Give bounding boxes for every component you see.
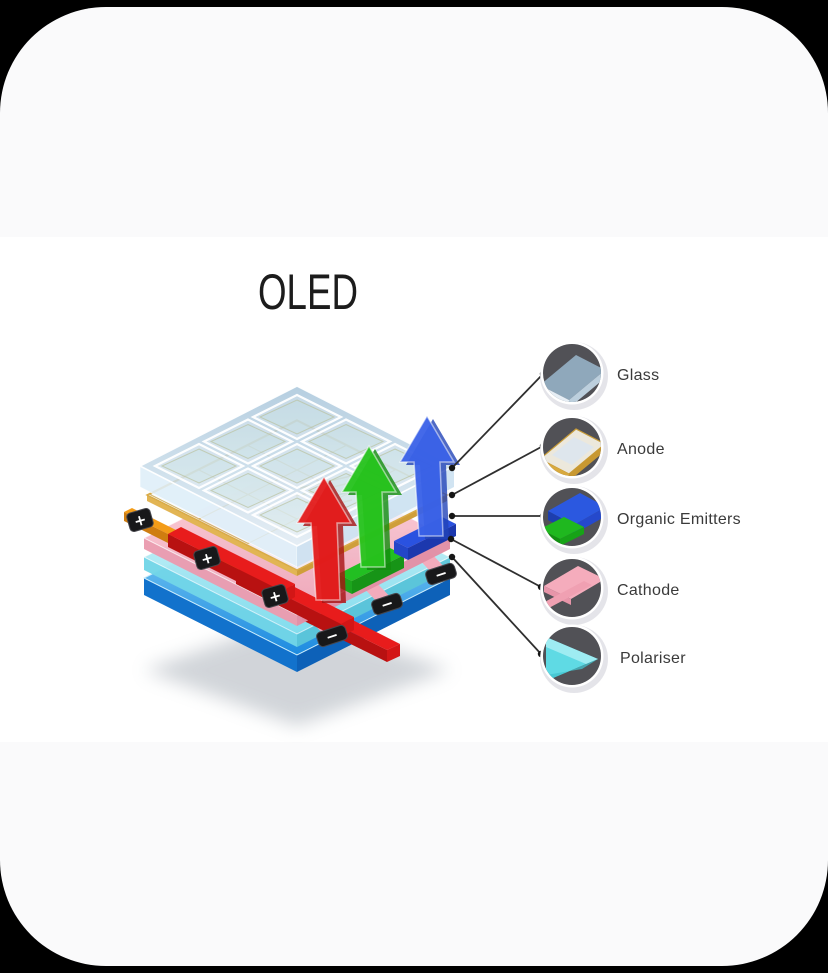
legend-label: Polariser <box>620 650 686 667</box>
polariser-layer-icon <box>546 637 598 681</box>
arrow-green <box>340 444 402 570</box>
arrow-red <box>295 475 357 603</box>
callout-dots <box>447 370 547 658</box>
legend-item-organic-emitters: Organic Emitters <box>540 485 741 554</box>
legend-label: Cathode <box>617 582 680 599</box>
legend-item-polariser: Polariser <box>540 624 686 693</box>
oled-diagram: OLED <box>124 264 741 726</box>
svg-text:−: − <box>323 625 341 646</box>
legend-item-anode: Anode <box>540 415 665 484</box>
svg-text:−: − <box>378 593 396 614</box>
negative-tab: − <box>371 592 403 616</box>
svg-text:+: + <box>267 586 284 607</box>
legend-label: Glass <box>617 367 659 384</box>
callout-lines <box>450 373 544 655</box>
svg-text:+: + <box>132 510 149 531</box>
svg-text:−: − <box>432 563 450 584</box>
legend-label: Organic Emitters <box>617 511 741 528</box>
negative-tab: − <box>425 562 457 586</box>
legend-item-glass: Glass <box>540 341 659 410</box>
rounded-canvas: OLED <box>0 7 828 966</box>
arrow-blue <box>398 414 460 539</box>
cathode-layer-icon <box>543 566 601 611</box>
svg-text:+: + <box>199 548 216 569</box>
page-title: OLED <box>258 264 358 320</box>
positive-tab: + <box>261 584 289 608</box>
positive-tab: + <box>126 508 154 532</box>
organic-emitters-icon <box>543 493 601 546</box>
positive-tab: + <box>193 546 221 570</box>
legend-label: Anode <box>617 441 665 458</box>
legend-item-cathode: Cathode <box>540 556 680 625</box>
negative-tab: − <box>316 624 348 648</box>
